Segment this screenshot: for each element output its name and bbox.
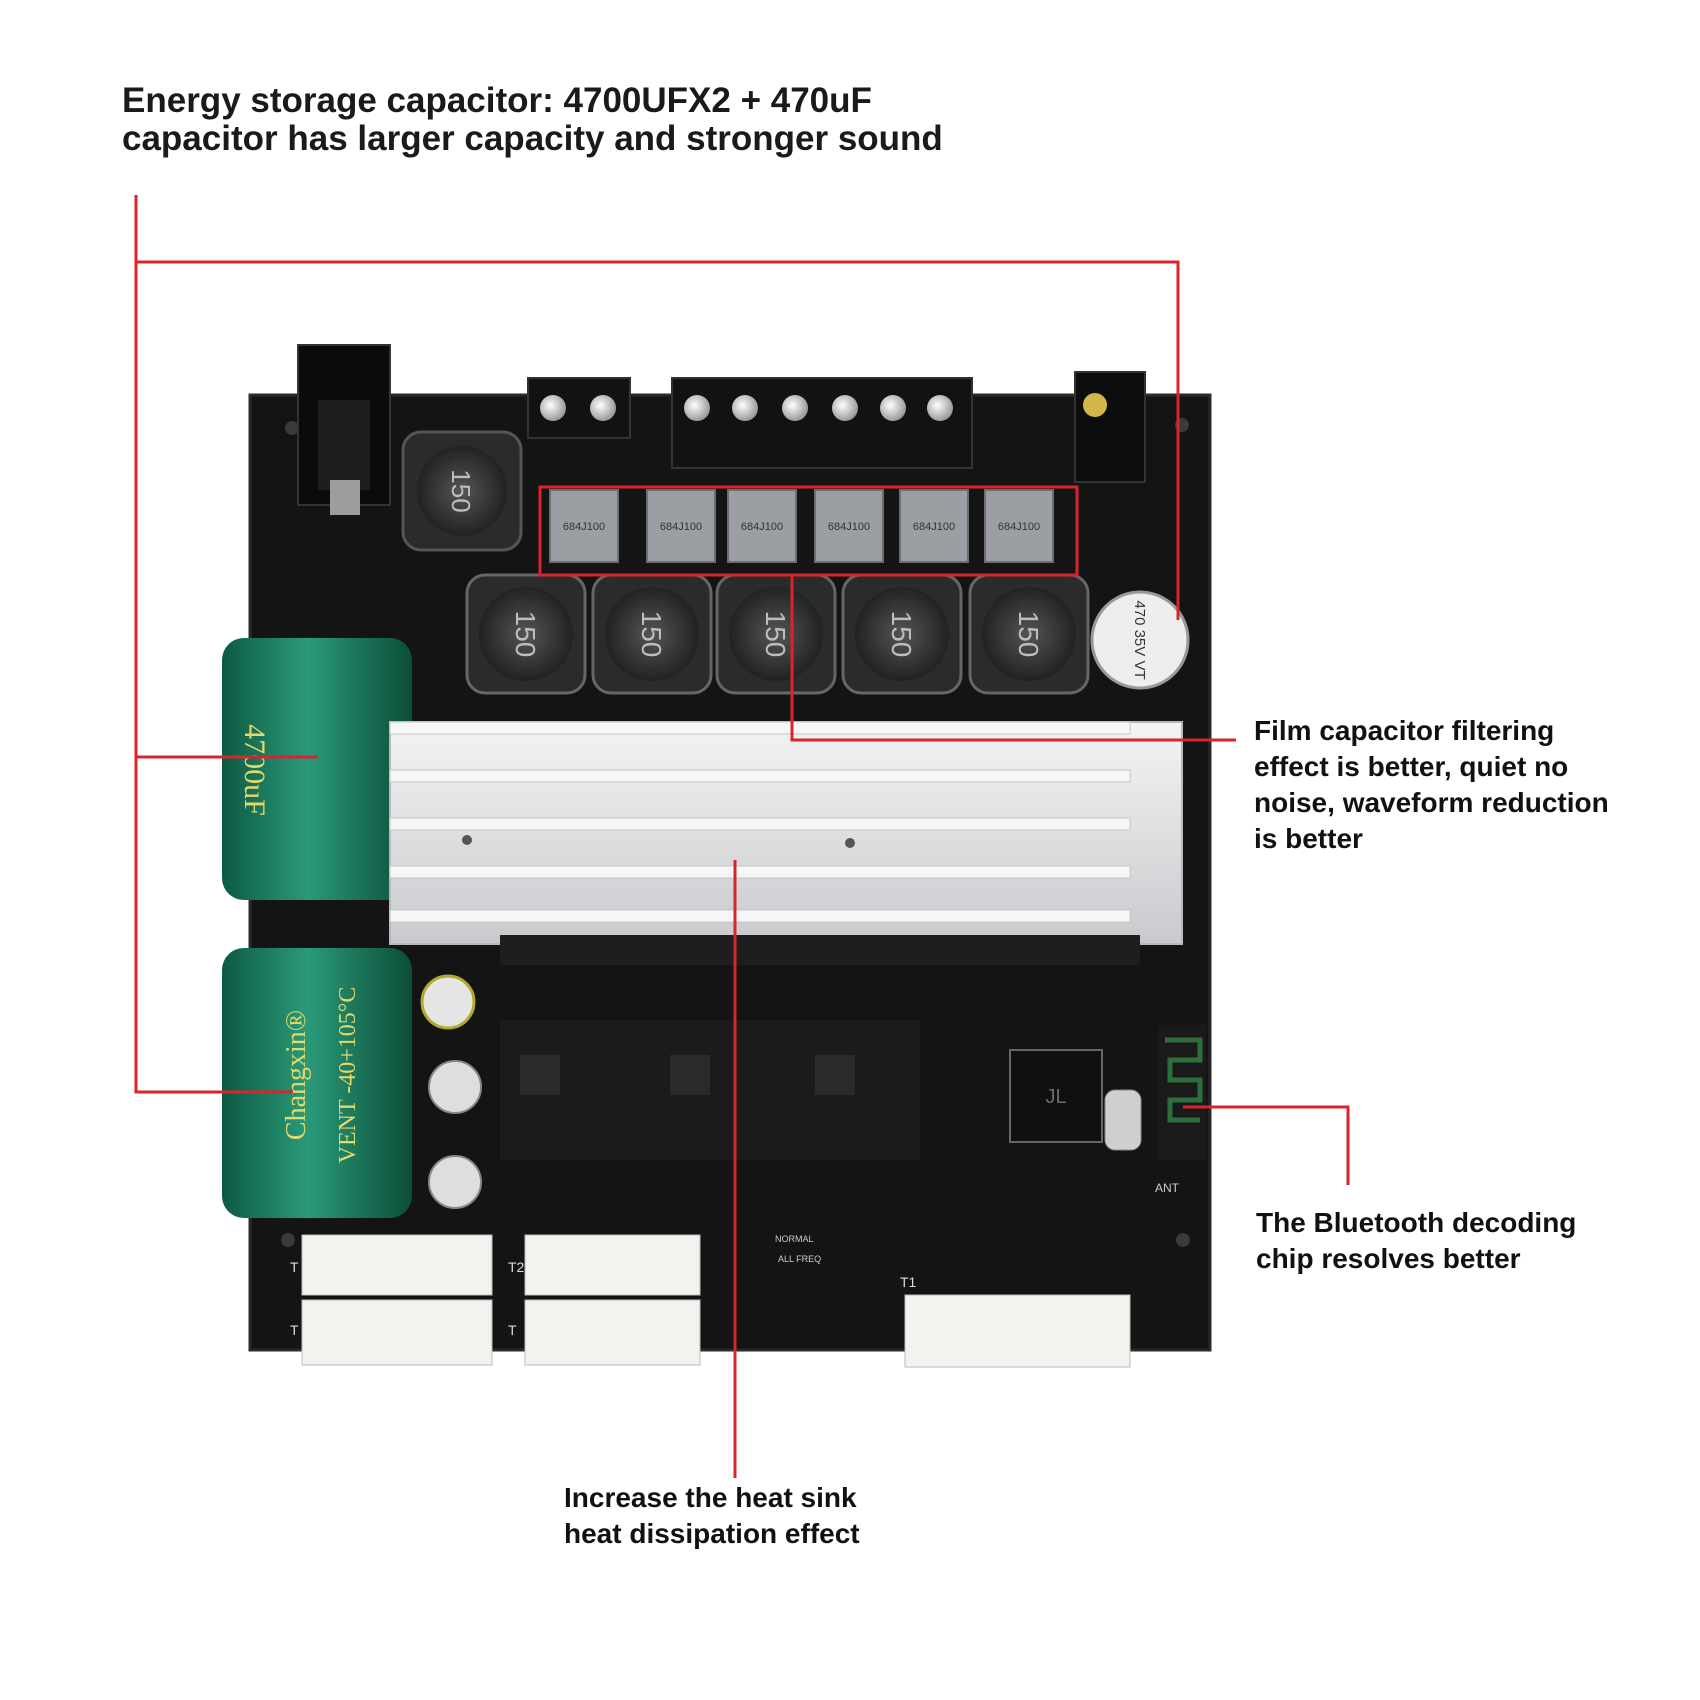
svg-text:684J100: 684J100 <box>998 521 1040 533</box>
callout-film-box <box>538 485 1079 577</box>
svg-text:JL: JL <box>1045 1086 1066 1108</box>
capacitor-4700uf-lower: Changxin® VENT -40+105°C <box>222 948 412 1218</box>
svg-text:T: T <box>290 1322 299 1338</box>
caption-film-line1: Film capacitor filtering <box>1254 715 1555 746</box>
svg-text:150: 150 <box>636 611 667 658</box>
inductor-top: 150 <box>401 430 523 552</box>
svg-text:Changxin®: Changxin® <box>281 1010 312 1140</box>
svg-text:T: T <box>290 1259 299 1275</box>
svg-text:T2: T2 <box>508 1259 525 1275</box>
capacitor-470uf: 470 35V VT <box>1090 590 1190 690</box>
capacitor-4700uf-upper: 4700uF <box>222 638 412 900</box>
caption-energy-line2: capacitor has larger capacity and strong… <box>122 119 943 158</box>
caption-film-line2: effect is better, quiet no <box>1254 751 1569 782</box>
svg-text:T: T <box>508 1322 517 1338</box>
film-capacitor-row: 684J100 684J100 684J100 684J100 684J100 … <box>549 489 1054 563</box>
small-electrolytic-caps <box>420 974 482 1209</box>
caption-bluetooth: The Bluetooth decoding chip resolves bet… <box>1256 1205 1676 1277</box>
svg-text:150: 150 <box>886 611 917 658</box>
terminal-block-right <box>671 377 973 469</box>
inductor-row: 150 150 150 150 150 <box>465 573 1090 695</box>
callout-lines <box>134 195 1350 1478</box>
terminal-block-left <box>527 377 631 439</box>
svg-text:684J100: 684J100 <box>563 521 605 533</box>
bluetooth-antenna: ANT <box>1155 1025 1206 1195</box>
svg-text:ANT: ANT <box>1155 1181 1180 1195</box>
callout-bluetooth-leader <box>1183 1105 1350 1185</box>
svg-text:684J100: 684J100 <box>828 521 870 533</box>
svg-text:ALL FREQ: ALL FREQ <box>778 1254 821 1264</box>
bluetooth-chip: JL <box>1009 1049 1142 1151</box>
wire-connectors: T T2 T T T1 NORMAL ALL FREQ <box>290 1234 1131 1368</box>
svg-text:684J100: 684J100 <box>741 521 783 533</box>
svg-text:150: 150 <box>446 469 476 512</box>
caption-film-capacitor: Film capacitor filtering effect is bette… <box>1254 713 1674 857</box>
svg-text:684J100: 684J100 <box>660 521 702 533</box>
smd-components <box>500 935 1140 1160</box>
svg-text:VENT -40+105°C: VENT -40+105°C <box>335 987 361 1164</box>
svg-text:470 35V VT: 470 35V VT <box>1131 600 1148 679</box>
caption-heat-line1: Increase the heat sink <box>564 1482 857 1513</box>
caption-film-line4: is better <box>1254 823 1363 854</box>
dc-power-jack <box>297 344 391 515</box>
audio-jack <box>1074 371 1146 483</box>
caption-film-line3: noise, waveform reduction <box>1254 787 1609 818</box>
svg-text:150: 150 <box>760 611 791 658</box>
caption-heat-sink: Increase the heat sink heat dissipation … <box>564 1480 964 1552</box>
caption-bluetooth-line1: The Bluetooth decoding <box>1256 1207 1577 1238</box>
callout-film-leader <box>790 575 1236 742</box>
svg-text:684J100: 684J100 <box>913 521 955 533</box>
svg-text:4700uF: 4700uF <box>238 724 271 816</box>
callout-energy-top <box>136 260 1180 620</box>
svg-text:150: 150 <box>1013 611 1044 658</box>
svg-text:T1: T1 <box>900 1274 917 1290</box>
caption-energy-storage: Energy storage capacitor: 4700UFX2 + 470… <box>122 82 1122 158</box>
callout-energy-bracket <box>134 195 293 1094</box>
caption-heat-line2: heat dissipation effect <box>564 1518 860 1549</box>
svg-text:150: 150 <box>510 611 541 658</box>
svg-text:NORMAL: NORMAL <box>775 1234 814 1244</box>
heat-sink <box>389 721 1183 945</box>
caption-energy-line1: Energy storage capacitor: 4700UFX2 + 470… <box>122 81 872 120</box>
caption-bluetooth-line2: chip resolves better <box>1256 1243 1521 1274</box>
